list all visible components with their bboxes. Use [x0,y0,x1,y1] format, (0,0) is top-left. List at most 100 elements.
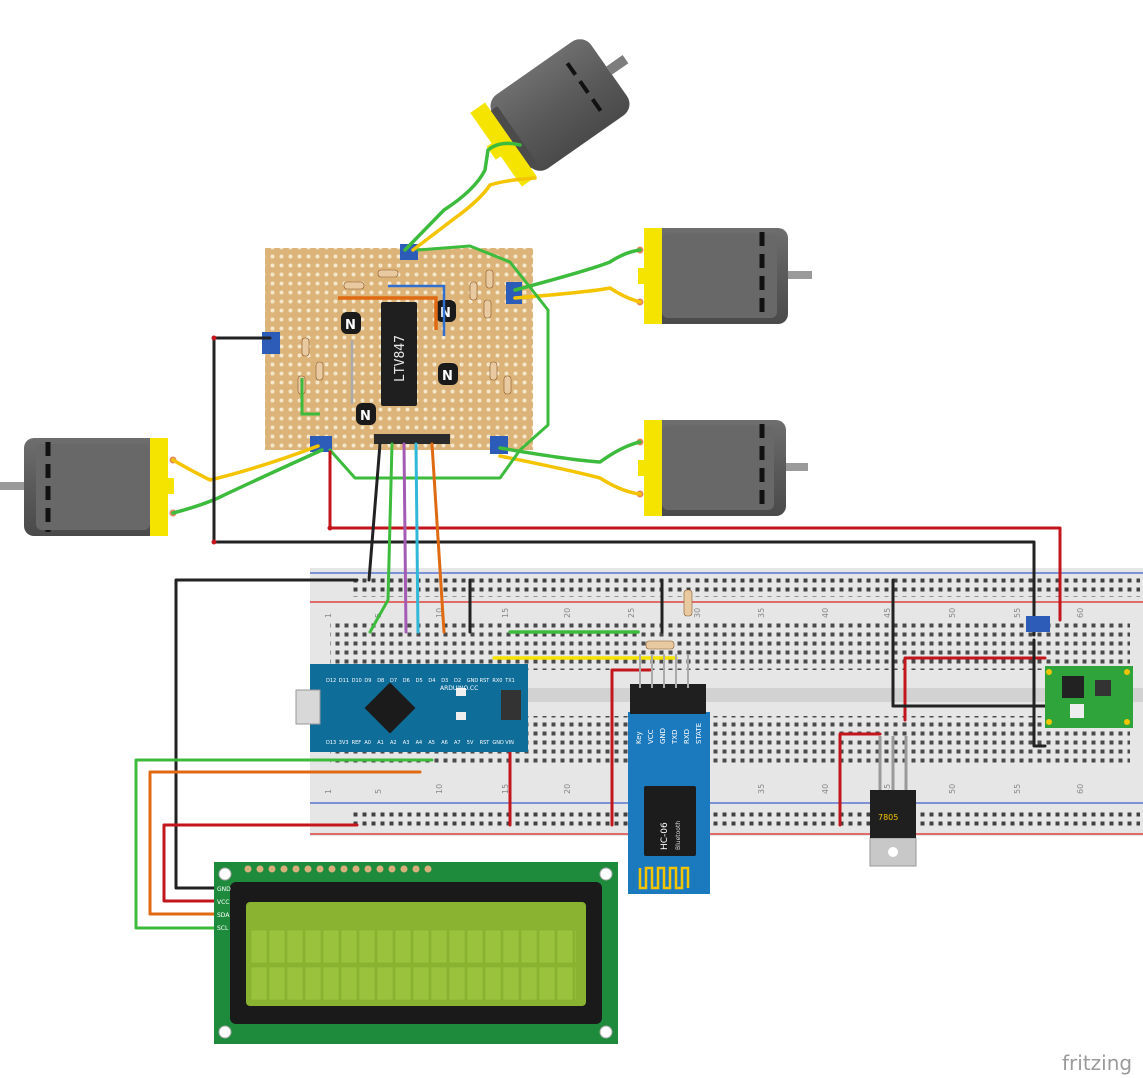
transistor-mark: N [345,318,356,333]
bluetooth-pin-label: RXD [683,729,691,744]
breadboard-column-number: 60 [1076,784,1085,794]
bluetooth-pin-label: Key [635,731,643,744]
arduino-pin-label: GND [467,678,479,684]
screw-terminal [1026,616,1050,632]
breadboard-column-number: 10 [435,608,444,618]
dc-motor-top [470,39,630,187]
lcd-pin-labels: GND VCC SDA SCL [217,886,231,932]
transistor-mark: N [442,369,453,384]
resistor [485,269,494,289]
bluetooth-module: Key VCC GND TXD RXD STATE HC-06 Bluetooth [628,654,710,894]
resistor [483,299,492,319]
resistor [503,375,512,395]
breadboard-column-number: 30 [693,608,702,618]
bluetooth-pin-label: GND [659,728,667,744]
arduino-pin-label: A5 [428,740,435,746]
arduino-pin-label: D11 [339,678,349,684]
arduino-pin-label: D7 [390,678,397,684]
breadboard-column-number: 1 [324,789,333,794]
dc-motor-right-upper [636,228,812,324]
arduino-pin-label: 5V [467,740,474,746]
resistor [301,337,310,357]
arduino-pin-label: RST [480,740,491,746]
resistor [377,269,399,278]
arduino-pin-label: D10 [352,678,362,684]
voltage-regulator: 7805 [869,736,917,867]
perfboard: LTV847 N N N N [262,244,533,454]
arduino-pin-label: A7 [454,740,461,746]
arduino-pin-label: TX1 [504,678,515,684]
lcd-pin-label: VCC [217,899,229,906]
lcd-pin-label: SCL [217,925,229,932]
bluetooth-pin-label: STATE [695,723,703,744]
breadboard-column-number: 10 [435,784,444,794]
bluetooth-sub: Bluetooth [675,821,682,850]
arduino-label: ARDUINO.CC [440,685,478,692]
arduino-pin-label: D8 [377,678,384,684]
arduino-pin-label: RST [480,678,491,684]
arduino-pin-label: D13 [326,740,336,746]
buck-converter [1045,666,1133,728]
bluetooth-pin-label: TXD [671,730,679,745]
transistor: N [341,312,361,334]
arduino-pin-label: D2 [454,678,461,684]
transistor-mark: N [360,409,371,424]
lcd-display: GND VCC SDA SCL [214,862,618,1044]
breadboard-column-number: 15 [501,784,510,794]
arduino-pin-label: A1 [377,740,384,746]
breadboard-column-number: 50 [948,608,957,618]
screw-terminal [506,282,522,304]
breadboard-column-number: 1 [324,613,333,618]
arduino-pin-label: D9 [364,678,371,684]
breadboard-column-number: 55 [1013,784,1022,794]
resistor [469,281,478,301]
arduino-pin-label: A6 [441,740,448,746]
breadboard-column-number: 35 [757,608,766,618]
transistor-mark: N [440,306,451,321]
breadboard-column-number: 15 [501,608,510,618]
breadboard-column-number: 60 [1076,608,1085,618]
arduino-pin-label: VIN [505,740,514,746]
arduino-pin-label: D5 [416,678,423,684]
regulator-label: 7805 [878,813,898,822]
bluetooth-pin-labels: Key VCC GND TXD RXD STATE [635,723,703,745]
transistor: N [438,363,458,385]
breadboard-resistors [645,589,693,650]
resistor [489,361,498,381]
arduino-pin-label: RX0 [492,678,502,684]
resistor [315,361,324,381]
arduino-pin-label: A0 [364,740,371,746]
bluetooth-model: HC-06 [660,822,670,850]
breadboard-column-number: 20 [563,784,572,794]
dc-motor-right-lower [636,420,808,516]
breadboard-column-number: 5 [374,789,383,794]
breadboard-column-number: 40 [821,784,830,794]
wires [134,141,1062,930]
resistor [343,281,365,290]
breadboard-column-number: 50 [948,784,957,794]
bluetooth-pin-label: VCC [647,729,655,744]
arduino-pin-label: D4 [428,678,435,684]
arduino-pin-label: GND [492,740,504,746]
screw-terminal [490,436,508,454]
breadboard-column-number: 40 [821,608,830,618]
fritzing-watermark: fritzing [1062,1051,1132,1075]
breadboard-column-number: 20 [563,608,572,618]
arduino-pin-label: A2 [390,740,397,746]
arduino-pin-label: D6 [403,678,410,684]
lcd-pin-label: GND [217,886,231,893]
transistor: N [356,403,376,425]
breadboard-column-number: 45 [883,608,892,618]
arduino-pin-label: A3 [403,740,410,746]
breadboard-column-number: 25 [627,608,636,618]
pin-header [374,434,450,444]
arduino-pin-label: REF [352,740,362,746]
lcd-pin-label: SDA [217,912,230,919]
transistor: N [436,300,456,322]
